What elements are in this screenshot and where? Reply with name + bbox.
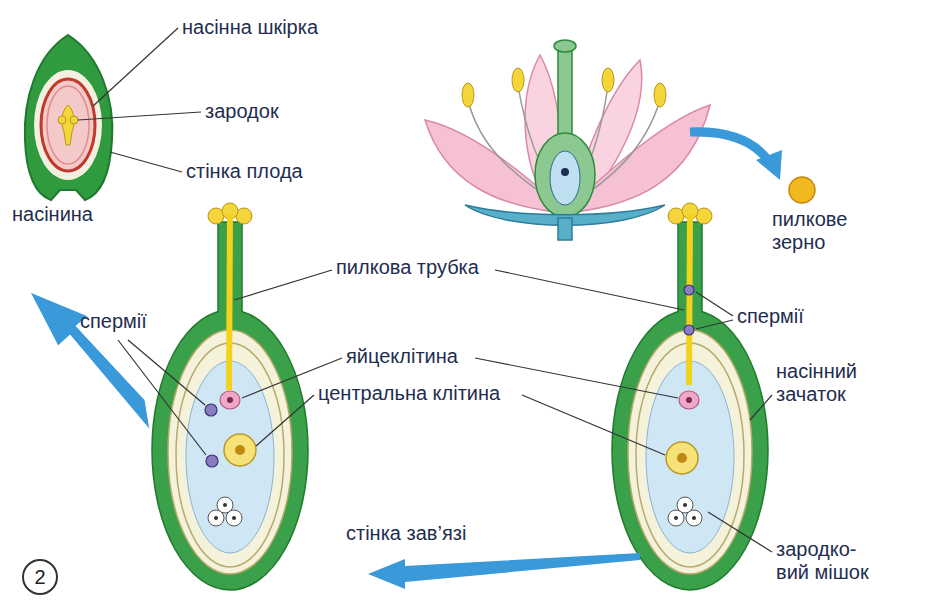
callout-circle: 2 bbox=[22, 559, 58, 595]
part-label: зародко- вий мішок bbox=[776, 538, 886, 584]
blue-arrow bbox=[368, 553, 640, 589]
part-label: пилкова трубка bbox=[336, 256, 479, 279]
blue-arrow bbox=[30, 292, 150, 430]
part-label: стінка плода bbox=[186, 160, 303, 183]
part-label: пилкове зерно bbox=[772, 208, 877, 254]
pistil-drawing bbox=[612, 203, 768, 590]
callout-number: 2 bbox=[34, 566, 45, 589]
blue-arrow bbox=[690, 132, 782, 180]
part-label: стінка зав’язі bbox=[346, 522, 466, 545]
leader-lines bbox=[78, 28, 201, 172]
part-label: зародок bbox=[205, 100, 279, 123]
part-label: спермії bbox=[80, 310, 147, 333]
part-label: насінний зачаток bbox=[776, 360, 886, 406]
pollen-grain bbox=[789, 177, 815, 203]
leader-lines bbox=[118, 270, 772, 552]
seed-drawing bbox=[25, 35, 113, 200]
part-label: насінина bbox=[12, 203, 93, 226]
flower-drawing bbox=[425, 40, 710, 240]
part-label: насінна шкірка bbox=[182, 16, 318, 39]
part-label: яйцеклітина bbox=[346, 345, 458, 368]
pistil-drawing bbox=[152, 203, 308, 590]
part-label: спермії bbox=[737, 305, 804, 328]
part-label: центральна клітина bbox=[318, 382, 500, 405]
